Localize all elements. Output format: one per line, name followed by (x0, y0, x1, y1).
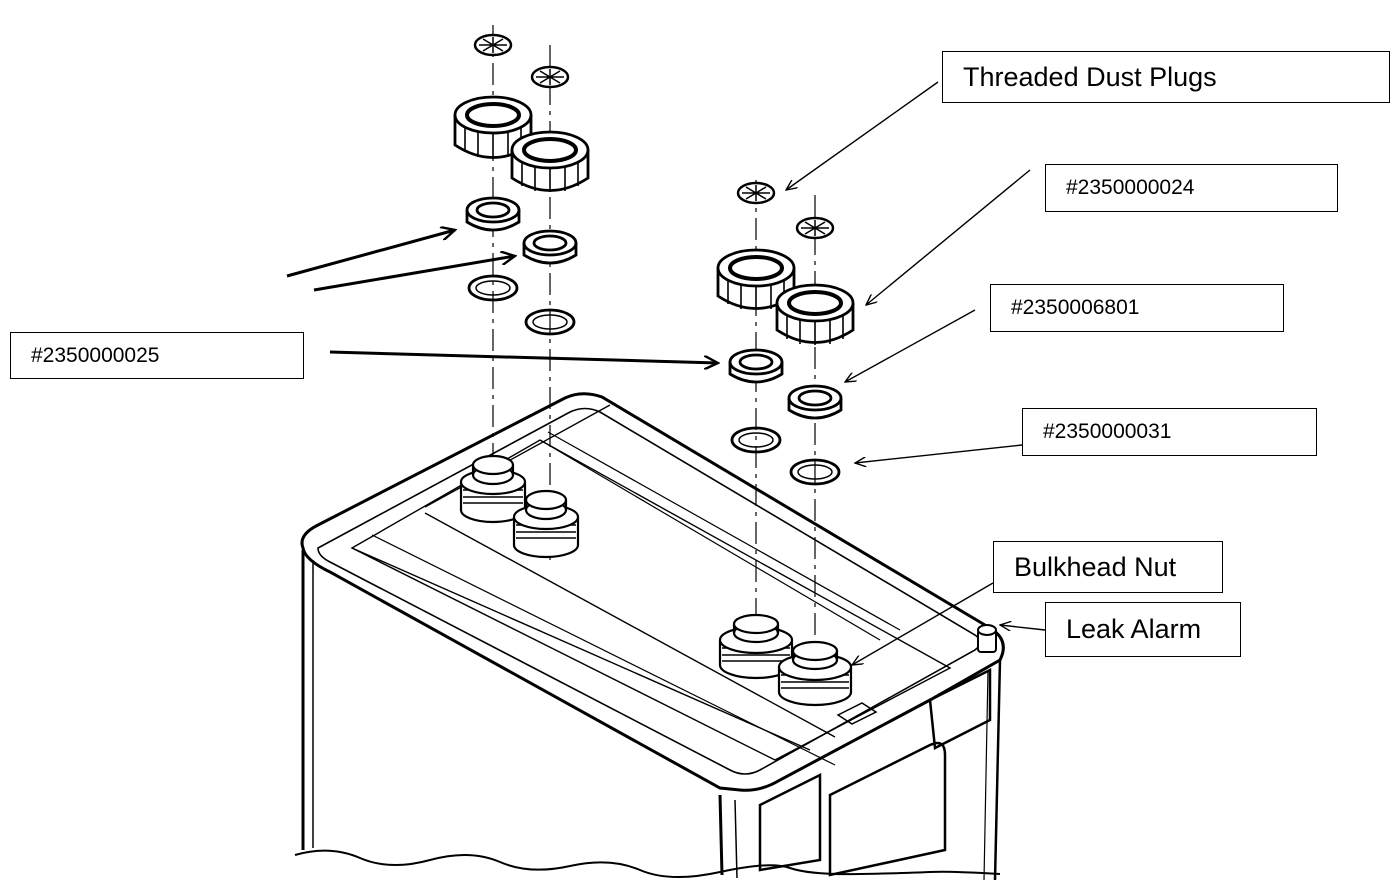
label-bulkhead-nut: Bulkhead Nut (993, 541, 1223, 593)
label-part-2350000025: #2350000025 (10, 332, 304, 379)
label-leak-alarm-text: Leak Alarm (1066, 614, 1202, 644)
callout-arrows (286, 81, 1046, 665)
assembly-axes (492, 25, 816, 665)
arrow-dust-plugs (786, 81, 939, 190)
arrow-2350000025-upper (286, 230, 455, 278)
label-threaded-dust-plugs: Threaded Dust Plugs (942, 51, 1390, 103)
cap-nut-3 (716, 248, 796, 310)
arrow-leak-alarm (1000, 625, 1046, 630)
arrow-2350000025-right (329, 350, 718, 363)
dust-plug-1 (473, 33, 513, 57)
arrow-bulkhead-nut (852, 582, 994, 665)
dust-plug-4 (795, 216, 835, 240)
label-leak-alarm: Leak Alarm (1045, 602, 1241, 657)
label-part-2350000031-text: #2350000031 (1043, 420, 1172, 443)
adapter-3 (728, 348, 784, 384)
arrow-2350000024 (866, 169, 1031, 305)
label-part-2350000024-text: #2350000024 (1066, 176, 1195, 199)
cap-nut-1 (453, 95, 533, 159)
adapter-2 (522, 229, 578, 265)
label-part-2350006801: #2350006801 (990, 284, 1284, 332)
dust-plug-3 (736, 181, 776, 205)
bulkhead-fitting-4 (777, 640, 853, 707)
label-part-2350000024: #2350000024 (1045, 164, 1338, 212)
label-bulkhead-nut-text: Bulkhead Nut (1014, 551, 1177, 582)
bulkhead-fitting-1 (459, 454, 527, 524)
arrow-2350000025-lower (313, 256, 515, 292)
leak-alarm-sensor (977, 624, 997, 653)
gasket-3 (730, 426, 782, 454)
label-part-2350000031: #2350000031 (1022, 408, 1317, 456)
tank-body (294, 392, 1005, 881)
adapter-4 (787, 384, 843, 420)
adapter-1 (465, 196, 521, 232)
bulkhead-fitting-3 (718, 613, 794, 680)
gasket-4 (789, 458, 841, 486)
cap-nut-2 (510, 130, 590, 192)
arrow-2350000031 (855, 444, 1023, 463)
arrow-2350006801 (845, 309, 976, 382)
label-threaded-dust-plugs-text: Threaded Dust Plugs (963, 61, 1217, 92)
gasket-1 (467, 274, 519, 302)
bulkhead-fitting-2 (512, 489, 580, 559)
cap-nut-4 (775, 283, 855, 345)
gasket-2 (524, 308, 576, 336)
label-part-2350006801-text: #2350006801 (1011, 296, 1140, 319)
dust-plug-2 (530, 65, 570, 89)
label-part-2350000025-text: #2350000025 (31, 343, 160, 367)
